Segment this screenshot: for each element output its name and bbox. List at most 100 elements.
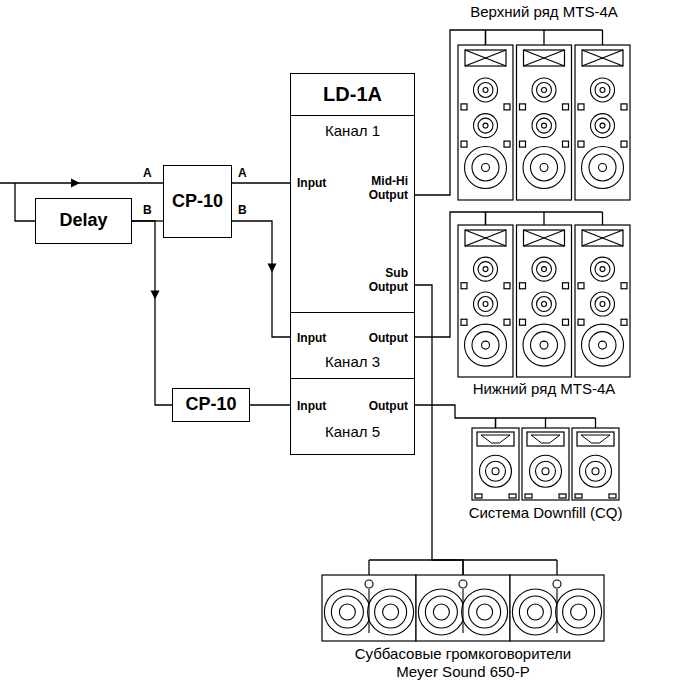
woofer <box>556 589 602 635</box>
channel-section: InputOutputКанал 5 <box>291 378 414 453</box>
woofer <box>571 604 587 620</box>
upper-speaker-row: Верхний ряд MTS-4A <box>458 45 630 200</box>
mid-driver <box>591 114 615 138</box>
port-symbol <box>504 283 510 289</box>
port-slot <box>556 589 557 633</box>
bracket-wire <box>368 560 369 575</box>
downfill-speakers: Система Downfill (CQ) <box>472 428 619 500</box>
horn-symbol <box>582 230 623 246</box>
horn-symbol <box>477 432 514 446</box>
bracket-wire <box>556 560 557 575</box>
port-symbol <box>461 104 467 110</box>
woofer <box>477 604 493 620</box>
speaker-cabinet <box>575 225 630 377</box>
mid-driver <box>595 118 610 133</box>
horn-symbol <box>582 50 623 66</box>
woofer <box>331 596 363 628</box>
node-text: Канал 3 <box>325 353 380 371</box>
node-title: CP-10 <box>172 191 223 213</box>
mid-driver <box>474 292 498 316</box>
speaker-cabinet <box>517 45 572 200</box>
port-symbol <box>504 104 510 110</box>
port-symbol <box>553 580 561 588</box>
port-symbol <box>520 319 526 325</box>
lower-speaker-row-art <box>458 212 630 377</box>
subwoofer-row: Суббасовые громкоговорители Meyer Sound … <box>322 575 604 641</box>
mid-driver <box>537 118 552 133</box>
woofer <box>599 341 607 349</box>
channel-section: InputOutputКанал 3 <box>291 312 414 378</box>
mid-driver <box>595 262 610 277</box>
woofer <box>592 468 599 475</box>
woofer <box>530 455 562 487</box>
delay-box: Delay <box>35 198 132 244</box>
horn-symbol <box>524 230 565 246</box>
port-symbol <box>563 141 569 147</box>
signal-connector <box>250 405 291 406</box>
woofer <box>512 589 558 635</box>
horn-symbol <box>581 435 610 443</box>
port-symbol <box>621 141 627 147</box>
signal-label: A <box>143 166 152 180</box>
mid-driver <box>600 302 605 307</box>
signal-label: B <box>143 203 152 217</box>
bracket-wire <box>602 30 603 45</box>
connector-line <box>250 404 291 405</box>
port-symbol <box>578 319 584 325</box>
mid-driver <box>537 82 552 97</box>
woofer <box>480 455 512 487</box>
woofer <box>582 146 624 188</box>
subwoofer-cabinet <box>416 575 510 641</box>
node-text: Input <box>297 331 326 345</box>
woofer <box>482 341 490 349</box>
woofer <box>433 604 449 620</box>
connector-line <box>414 285 463 575</box>
node-text: LD-1A <box>323 82 382 106</box>
horn-symbol <box>582 230 623 246</box>
woofer <box>469 596 501 628</box>
port-symbol <box>461 319 467 325</box>
controller-box: LD-1AКанал 1InputMid-Hi OutputSub Output… <box>290 73 415 455</box>
speaker-cabinet <box>575 45 630 200</box>
horn-symbol <box>465 50 506 66</box>
node-text: Output <box>369 399 408 413</box>
horn-symbol <box>582 50 623 66</box>
downfill-speakers-art <box>472 418 619 500</box>
speaker-cabinet <box>458 45 513 200</box>
mid-driver <box>542 267 547 272</box>
mid-driver <box>478 118 493 133</box>
node-title: Delay <box>59 210 107 232</box>
node-title: Суббасовые громкоговорители Meyer Sound … <box>333 645 593 681</box>
port-symbol <box>578 104 584 110</box>
bracket-wire <box>545 418 546 428</box>
mid-driver <box>532 78 556 102</box>
port-symbol <box>520 283 526 289</box>
woofer <box>589 332 616 359</box>
port-slot <box>462 589 463 633</box>
horn-symbol <box>481 435 510 443</box>
bracket-wire <box>543 212 544 225</box>
signal-label: B <box>238 203 247 217</box>
port-symbol <box>365 580 373 588</box>
port-symbol <box>563 319 569 325</box>
node-text: Канал 1 <box>325 122 380 140</box>
horn-symbol <box>577 432 614 446</box>
mid-driver <box>542 87 547 92</box>
mid-driver <box>474 257 498 281</box>
signal-connector <box>414 212 486 337</box>
arrowhead <box>268 263 277 272</box>
woofer <box>531 332 558 359</box>
horn-symbol <box>524 230 565 246</box>
woofer <box>465 324 507 366</box>
upper-speaker-row-art <box>458 30 630 200</box>
woofer <box>540 341 548 349</box>
mid-driver <box>537 297 552 312</box>
mid-driver <box>532 257 556 281</box>
horn-symbol <box>465 50 506 66</box>
woofer <box>582 324 624 366</box>
subwoofer-cabinet <box>322 575 416 641</box>
connector-line <box>232 182 291 183</box>
woofer <box>472 332 499 359</box>
port-symbol <box>461 141 467 147</box>
